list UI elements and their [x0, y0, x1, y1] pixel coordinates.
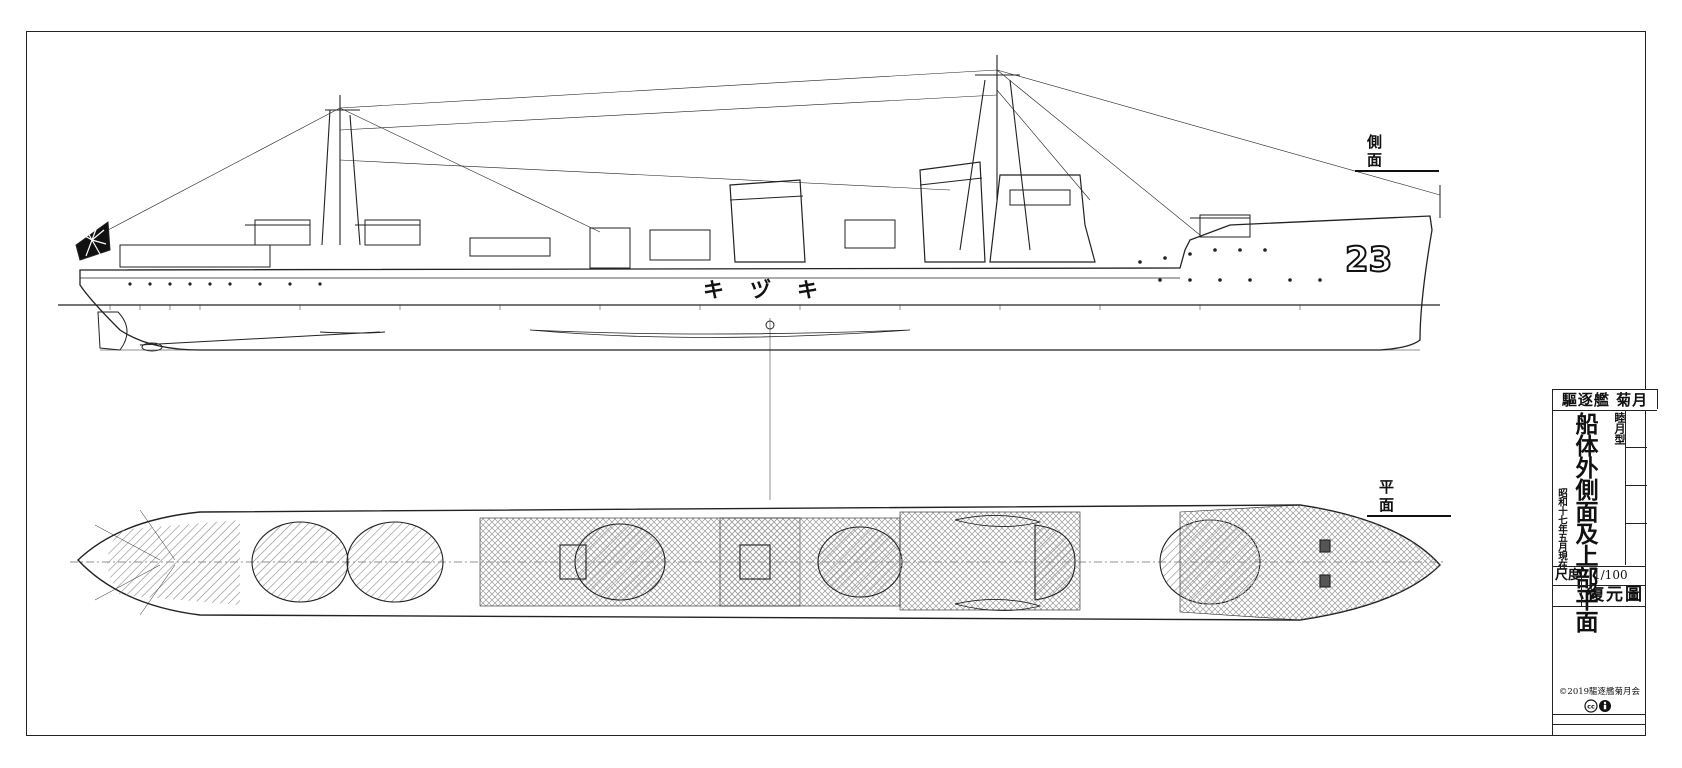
drawing-type: 復元圖	[1587, 585, 1644, 605]
forecastle-hatch	[1179, 504, 1441, 621]
drawing-title: 船体外側面及上部平面	[1571, 412, 1598, 632]
bridge-plan	[1034, 524, 1076, 601]
scale-label: 尺度	[1555, 568, 1582, 583]
shaft-strut	[319, 331, 386, 334]
propeller-shaft	[139, 331, 381, 346]
drawing-type-row: 復元圖	[1553, 584, 1646, 607]
mid-gun-ring	[574, 523, 666, 601]
boat-stbd	[954, 599, 1042, 611]
bridge	[989, 174, 1096, 263]
aft-deck-hatch	[107, 520, 240, 605]
hull-name-text: キヅキ	[703, 278, 844, 302]
side-view-label: 側面	[1355, 133, 1439, 172]
title-block-side-column	[1625, 410, 1647, 565]
hull-outline	[79, 215, 1433, 351]
aft-gun-1	[254, 219, 311, 246]
scale-row: 尺度 1/100	[1553, 566, 1646, 586]
aft-gun-ring-2	[346, 521, 444, 603]
fore-gun	[1199, 214, 1251, 238]
rigging	[107, 69, 1441, 236]
fore-funnel	[919, 161, 986, 263]
propeller	[141, 342, 163, 352]
scale-value: 1/100	[1593, 568, 1628, 582]
title-block: 驅逐艦 菊月 船体外側面及上部平面 睦月型 昭和十七年五月現在 尺度 1/100…	[1552, 389, 1657, 736]
drawing-frame	[26, 31, 1646, 736]
copyright-text: ©2019驅逐艦菊月会	[1558, 687, 1641, 697]
bilge-keel	[529, 329, 911, 338]
cc-by-license-icon: cc	[1584, 699, 1611, 713]
boat-port	[954, 515, 1042, 527]
plan-view-label: 平面	[1367, 478, 1451, 517]
scuttles	[128, 248, 1322, 286]
svg-text:cc: cc	[1587, 703, 1595, 711]
frame-ticks	[109, 305, 1301, 310]
mid-gun	[844, 219, 896, 249]
ship-name: 驅逐艦 菊月	[1553, 390, 1657, 411]
drawing-date: 昭和十七年五月現在	[1556, 488, 1567, 569]
searchlight-platform	[589, 227, 631, 269]
torpedo-tube-mid	[649, 229, 711, 261]
side-view	[58, 55, 1441, 500]
main-mast	[321, 95, 361, 246]
hull-number-text: 23	[1345, 240, 1392, 280]
rudder	[97, 311, 128, 351]
plan-view	[70, 504, 1445, 621]
ensign-icon	[75, 221, 111, 261]
aft-gun-2	[364, 219, 421, 246]
ship-class: 睦月型	[1613, 412, 1626, 445]
fore-mast	[959, 55, 1031, 251]
aft-deckhouse	[119, 244, 271, 268]
torpedo-tube-aft	[469, 237, 551, 257]
